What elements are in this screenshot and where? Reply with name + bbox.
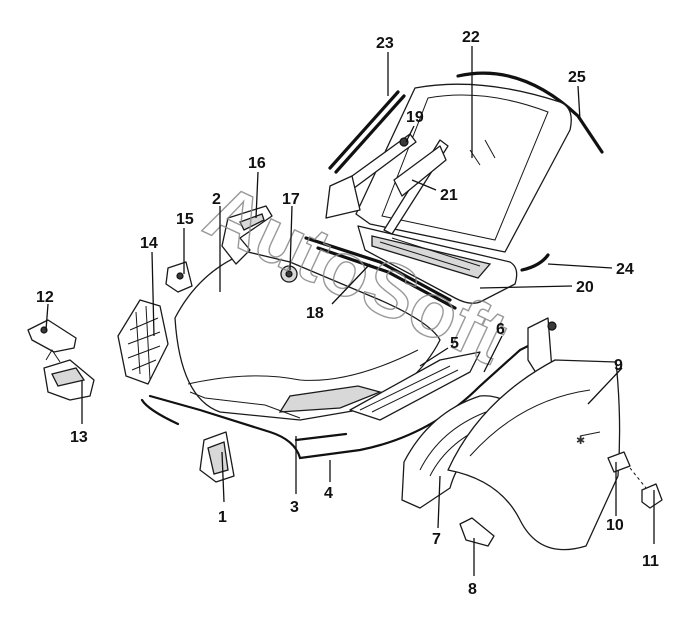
part-wiper-arm-right [383, 139, 449, 235]
callout-24: 24 [616, 261, 634, 278]
callout-23: 23 [376, 35, 394, 52]
callout-15: 15 [176, 211, 194, 228]
part-hood-stop [165, 261, 193, 293]
part-headlamp [117, 299, 169, 385]
part-hood-seal [304, 236, 457, 310]
part-side-marker-lamp [607, 451, 631, 473]
part-cowl-panel [357, 225, 518, 304]
part-windshield-top-seal [456, 71, 604, 154]
callout-20: 20 [576, 279, 594, 296]
leader-lines [45, 46, 655, 576]
part-side-marker-bulb [641, 483, 663, 509]
part-fender-bracket [459, 517, 495, 547]
callout-8: 8 [468, 581, 477, 598]
callout-10: 10 [606, 517, 624, 534]
part-windshield [355, 83, 572, 253]
callout-4: 4 [324, 485, 333, 502]
part-fender-strip [349, 351, 481, 421]
callout-18: 18 [306, 305, 324, 322]
part-hood-hinge [221, 205, 273, 265]
callout-13: 13 [70, 429, 88, 446]
part-pillar-trim [328, 90, 406, 174]
callout-25: 25 [568, 69, 586, 86]
callout-19: 19 [406, 109, 424, 126]
callout-3: 3 [290, 499, 299, 516]
part-latch-bracket [27, 319, 77, 353]
part-hood-grommet [280, 265, 298, 283]
callout-14: 14 [140, 235, 158, 252]
part-release-cable-long [148, 338, 542, 460]
part-wiper-arm-left [325, 133, 417, 219]
callout-9: 9 [614, 357, 623, 374]
callout-22: 22 [462, 29, 480, 46]
svg-text:✱: ✱ [576, 435, 585, 447]
callout-21: 21 [440, 187, 458, 204]
callout-17: 17 [282, 191, 300, 208]
callout-11: 11 [642, 553, 659, 570]
part-windshield-lower-seal [520, 253, 550, 272]
callout-1: 1 [218, 509, 227, 526]
part-hood [174, 251, 441, 421]
part-release-handle [199, 431, 235, 483]
callout-12: 12 [36, 289, 54, 306]
callout-6: 6 [496, 321, 505, 338]
part-hood-latch [43, 349, 95, 401]
part-release-cable-short [140, 398, 348, 442]
callout-7: 7 [432, 531, 441, 548]
callout-5: 5 [450, 335, 459, 352]
callout-labels: 1 2 3 4 5 6 7 8 9 10 11 12 13 14 15 16 1… [36, 29, 659, 598]
callout-16: 16 [248, 155, 266, 172]
callout-2: 2 [212, 191, 221, 208]
